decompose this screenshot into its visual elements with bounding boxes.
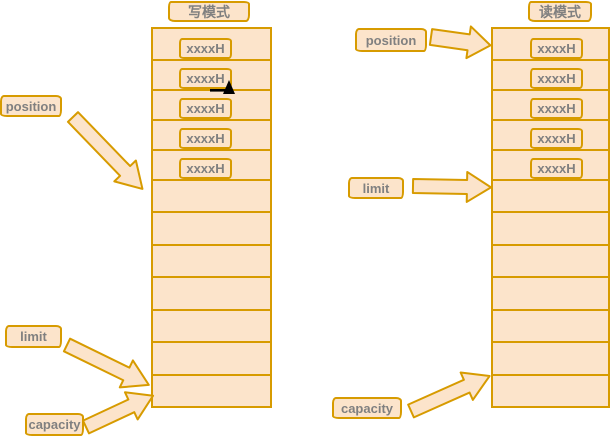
cell-value-box: xxxxH [530,128,583,149]
write-capacity-arrow [82,391,155,435]
buffer-cell: xxxxH [493,149,608,179]
read-capacity-label: capacity [332,397,402,419]
buffer-cell [493,243,608,276]
cell-value-box: xxxxH [530,68,583,89]
read-position-label: position [355,28,427,52]
buffer-cell: xxxxH [493,59,608,89]
buffer-cell: xxxxH [153,59,270,89]
buffer-cell [153,373,270,406]
buffer-cell [493,211,608,243]
cell-value-box: xxxxH [179,98,232,119]
read-limit-arrow [411,170,492,203]
buffer-cell: xxxxH [153,119,270,149]
write-limit-arrow [62,337,150,389]
buffer-cell [153,179,270,211]
write-position-label: position [0,95,62,117]
cell-value-box: xxxxH [179,158,232,179]
buffer-cell: xxxxH [493,29,608,59]
write-mode-title: 写模式 [168,1,250,22]
write-capacity-label: capacity [25,413,84,436]
cell-value-box: xxxxH [179,38,232,59]
cell-value-box: xxxxH [530,98,583,119]
buffer-cell [493,341,608,373]
buffer-cell: xxxxH [153,29,270,59]
mouse-cursor-icon [210,80,235,94]
read-mode-title: 读模式 [528,1,592,22]
buffer-cell [493,373,608,406]
write-buffer-column: xxxxH xxxxH xxxxH xxxxH xxxxH [151,27,272,408]
write-limit-label: limit [5,325,62,348]
read-limit-label: limit [348,177,404,199]
buffer-cell [153,211,270,243]
cell-value-box: xxxxH [179,68,232,89]
buffer-cell [153,308,270,341]
read-capacity-arrow [407,371,491,419]
buffer-cell [493,308,608,341]
cell-value-box: xxxxH [530,158,583,179]
read-buffer-column: xxxxH xxxxH xxxxH xxxxH xxxxH [491,27,610,408]
buffer-cell: xxxxH [493,89,608,119]
buffer-cell [153,276,270,308]
buffer-cell [153,341,270,373]
read-position-arrow [428,25,492,60]
buffer-cell: xxxxH [493,119,608,149]
buffer-cell [153,243,270,276]
cell-value-box: xxxxH [530,38,583,59]
buffer-cell [493,276,608,308]
buffer-cell: xxxxH [153,149,270,179]
cell-value-box: xxxxH [179,128,232,149]
write-position-arrow [66,111,144,190]
buffer-cell [493,179,608,211]
